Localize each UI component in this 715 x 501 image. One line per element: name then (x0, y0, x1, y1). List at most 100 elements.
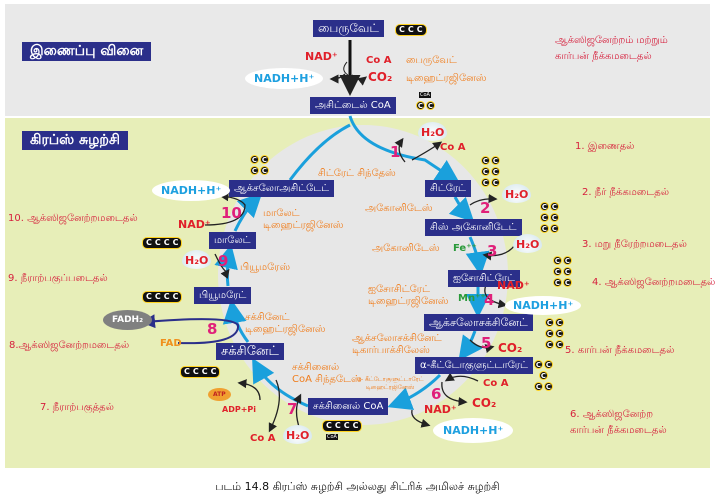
adp-pi-label: ADP+Pi (222, 405, 257, 414)
carbon-atom: C (545, 329, 554, 338)
carbon-atom: C (540, 213, 549, 222)
step-desc-4: 4. ஆக்ஸிஜனேற்றமடைதல் (592, 277, 715, 288)
step-number-5: 5 (481, 334, 492, 352)
cycle-arrow (465, 236, 490, 276)
step-desc-2: 2. நீர் நீக்கமடைதல் (582, 187, 670, 198)
atp-icon: ATP (208, 388, 231, 401)
step-number-3: 3 (487, 242, 498, 260)
cycle-arrow (214, 244, 238, 287)
isocitrate-box: ஐசோசிட்ரேட் (448, 270, 520, 287)
nadh-step10: NADH+H⁺ (152, 180, 231, 201)
oxaloacetate-box: ஆக்சலோஅசிட்டேட் (229, 180, 335, 197)
carbon-atom: C (555, 318, 564, 327)
osd-1: ஆக்சலோசக்சினேட் (352, 333, 442, 344)
carbon-atom: C (553, 278, 562, 287)
step-number-2: 2 (480, 199, 491, 217)
carbon-atom: C (544, 382, 553, 391)
cycle-arrow (233, 192, 263, 232)
carbon-atom: C (555, 340, 564, 349)
succinate-box: சக்சினேட் (216, 343, 284, 360)
carbon-atom: C (250, 166, 259, 175)
nadh-step4: NADH+H⁺ (505, 296, 582, 315)
co2-label: CO₂ (368, 70, 393, 84)
carbon-atom: C (481, 167, 490, 176)
coa-tag: CoA (419, 92, 431, 98)
step-number-7: 7 (287, 400, 298, 418)
alpha-kg-box: α-கீட்டோகுளுட்டாரேட் (415, 357, 533, 374)
pyruvate-box: பைருவேட் (313, 20, 384, 37)
fadh2-bubble: FADH₂ (103, 310, 153, 330)
mdh-1: மாலேட் (263, 208, 300, 219)
mn-label: Mn⁺⁺ (458, 293, 486, 304)
nad-step6: NAD⁺ (424, 403, 457, 416)
fumarate-carbons: CCCC (142, 291, 183, 303)
osd-2: டிகார்பாக்சிலேஸ் (352, 345, 430, 356)
step-desc-1: 1. இணைதல் (575, 141, 635, 152)
carbon-atom: C (550, 224, 559, 233)
carbon-atom: C (550, 202, 559, 211)
carbon-atom: C (491, 167, 500, 176)
succinyl-coa-box: சக்சினைல் CoA (308, 398, 389, 415)
carbon-atom: C (540, 202, 549, 211)
carbon-atom: C (250, 155, 259, 164)
link-reaction-title: இணைப்பு வினை (22, 42, 152, 61)
pdh-enzyme-2: டிஹைட்ரஜினேஸ் (406, 73, 487, 84)
link-description-1: ஆக்ஸிஜனேற்றம் மற்றும் (555, 35, 668, 46)
step-number-6: 6 (431, 385, 442, 403)
carbon-atom: C (555, 329, 564, 338)
carbon-atom: C (260, 155, 269, 164)
sdh-1: சக்சினேட் (245, 312, 290, 323)
nadh-step6: NADH+H⁺ (433, 418, 514, 443)
step-number-4: 4 (484, 291, 495, 309)
pdh-enzyme-1: பைருவேட் (406, 55, 457, 66)
nad-step10: NAD⁺ (178, 218, 211, 231)
step-number-10: 10 (221, 204, 242, 222)
fe-label: Fe⁺⁺ (453, 243, 477, 254)
step-number-9: 9 (218, 252, 229, 270)
step-desc-3: 3. மறு நீரேற்றமடைதல் (582, 239, 687, 250)
krebs-title: கிரப்ஸ் சுழற்சி (22, 131, 128, 150)
succinyl-coa-tag: CoA (326, 434, 338, 440)
cycle-arrow (387, 373, 442, 410)
h2o-step7: H₂O (283, 425, 313, 444)
carbon-atom: C (534, 382, 543, 391)
fumarase: பியூமரேஸ் (240, 262, 291, 273)
succinyl-carbons: CCCC (322, 420, 363, 432)
carbon-atom: C (545, 318, 554, 327)
carbon-atom: C (540, 224, 549, 233)
nad-step4: NAD⁺ (497, 279, 530, 292)
h2o-step2: H₂O (502, 184, 532, 203)
scs-2: CoA சிந்தடேஸ் (292, 374, 362, 385)
carbon-atom: C (481, 178, 490, 187)
carbon-atom: C (563, 278, 572, 287)
akgdh-1: α- கீட்டோகுளுட்டாரேட் (357, 376, 424, 383)
coa-step7: Co A (250, 433, 276, 444)
cycle-arrow (252, 357, 309, 408)
step-desc-8: 8.ஆக்ஸிஜனேற்றமடைதல் (9, 340, 130, 351)
step-desc-7: 7. நீராற்பகுத்தல் (40, 402, 114, 413)
step-desc-10: 10. ஆக்ஸிஜனேற்றமடைதல் (8, 213, 138, 224)
carbon-atom: C (550, 213, 559, 222)
akgdh-2: டிஹைட்ரஜினேஸ் (366, 384, 415, 391)
carbon-atom: C (553, 256, 562, 265)
scs-1: சக்சினைல் (292, 362, 340, 373)
step-number-8: 8 (207, 320, 218, 338)
